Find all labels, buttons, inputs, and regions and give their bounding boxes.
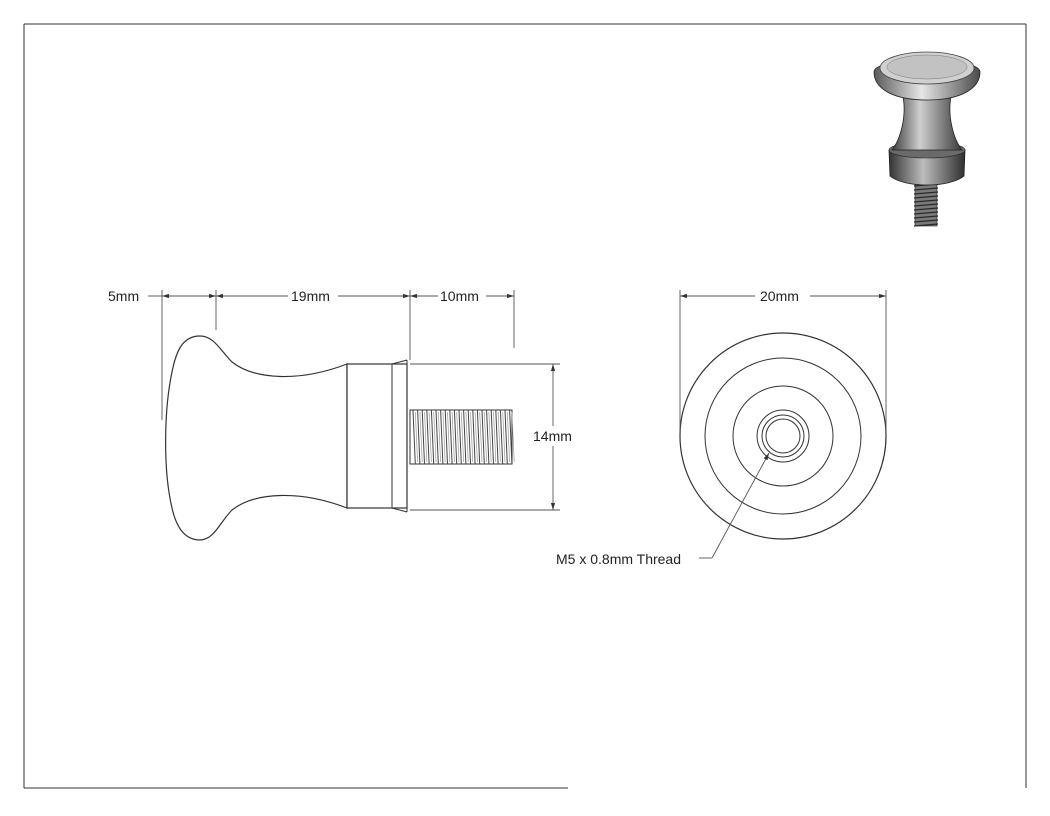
dim-screw-length: 10mm (440, 288, 479, 304)
sheet-border (23, 23, 1027, 789)
thread-callout: M5 x 0.8mm Thread (556, 551, 681, 567)
cabinet-knob-3d-render-icon (873, 51, 981, 227)
dim-cap-length: 5mm (108, 288, 139, 304)
screw-thread (409, 409, 515, 465)
knob-profile (165, 335, 348, 541)
knob-collar (346, 363, 408, 509)
thread-hole (761, 414, 805, 458)
front-view: 20mm M5 x 0.8mm Thread (556, 288, 887, 567)
dim-knob-diameter: 20mm (760, 288, 799, 304)
dim-body-length: 19mm (291, 288, 330, 304)
dim-collar-diameter: 14mm (533, 428, 572, 444)
side-view: 5mm 19mm 10mm 14mm (108, 288, 572, 541)
